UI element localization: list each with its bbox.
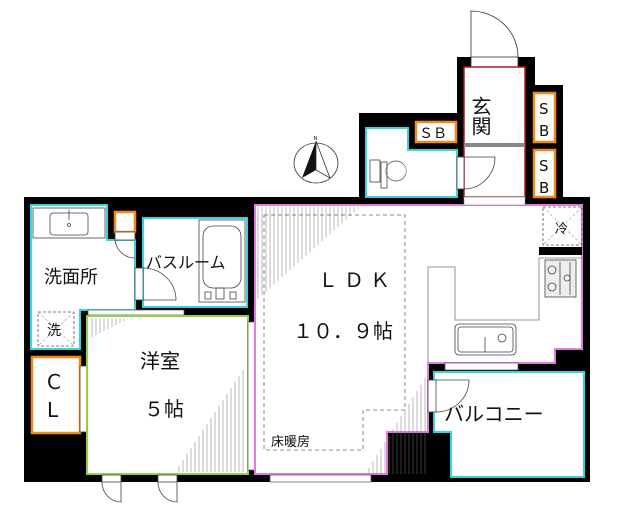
svg-text:B: B [539,122,549,140]
western-room-label: 洋室 [140,349,180,373]
balcony-label: バルコニー [444,402,544,426]
bathtub-icon [198,219,246,303]
vanity-sink-icon [32,207,106,239]
western-room-size: ５帖 [144,397,184,421]
svg-text:B: B [539,179,549,197]
balcony [433,371,585,478]
floor-heating-area [263,214,406,451]
bathroom-label: バスルーム [146,253,226,272]
washer-space: 洗 [37,311,75,347]
stove-icon [544,259,577,298]
western-room [86,315,249,475]
shoe-box-right-lower: S B [532,148,557,199]
kitchen-counter [427,257,582,362]
entrance-room [463,66,526,198]
bathroom-door[interactable] [134,267,177,301]
compass-north-icon: N [293,136,339,184]
ldk-label: ＬＤＫ [318,268,396,292]
svg-text:洗: 洗 [47,323,61,339]
room-doors[interactable] [101,474,178,503]
balcony-door[interactable] [427,379,470,413]
svg-text:L: L [47,398,59,422]
shoe-box-left: ＳＢ [414,120,458,144]
svg-text:冷: 冷 [555,222,568,237]
shoe-box-right-upper: S B [532,91,557,144]
floor-heating-label: 床暖房 [271,434,310,450]
western-room-hatching [91,318,244,472]
ldk-size: １０．９帖 [293,319,393,343]
washroom-label: 洗面所 [44,267,98,288]
svg-text:N: N [314,136,318,142]
ldk-hatching [257,207,426,474]
svg-text:S: S [539,100,549,118]
toilet-door[interactable] [456,156,496,190]
entrance-label: 玄関 [468,96,492,136]
storage-small [113,210,137,234]
toilet-room [365,127,458,198]
kitchen-sink-icon [454,323,517,356]
closet: C L [30,355,82,435]
ldk-window[interactable] [269,474,372,483]
room-partition[interactable] [247,321,256,471]
ldk-room [254,204,583,475]
fridge-space: 冷 [542,206,583,246]
svg-text:ＳＢ: ＳＢ [419,126,447,142]
entrance-door[interactable] [470,10,519,68]
sliding-partition[interactable] [87,309,185,316]
toilet-icon [369,159,407,189]
svg-text:S: S [539,157,549,175]
balcony-window[interactable] [444,362,519,371]
washroom-door[interactable] [114,231,136,259]
svg-text:C: C [47,370,61,394]
